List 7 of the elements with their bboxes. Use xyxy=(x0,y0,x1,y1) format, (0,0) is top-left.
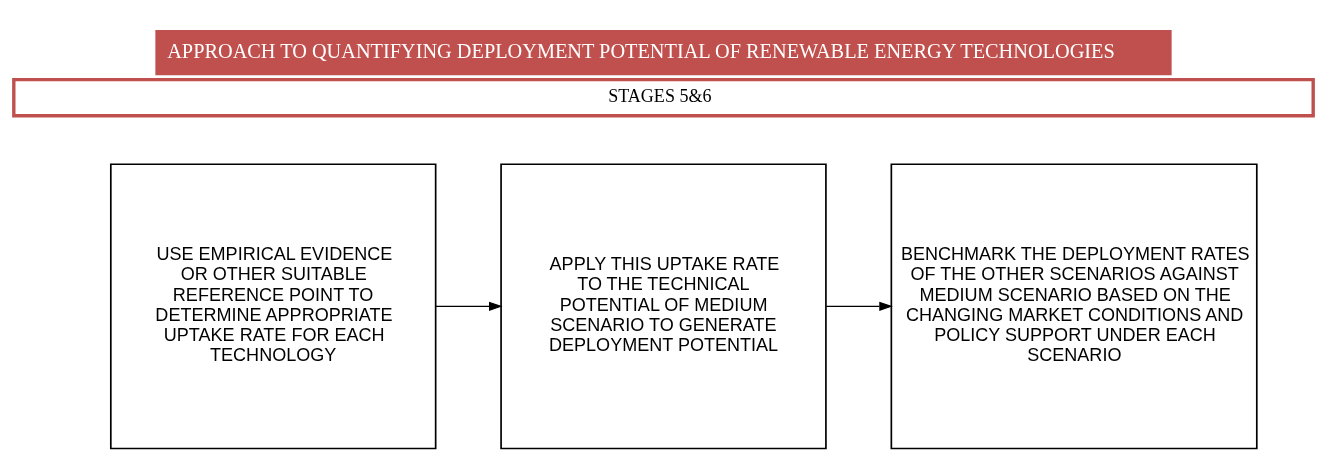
node-box: STAGES 5&6 xyxy=(12,77,1315,117)
arrow xyxy=(825,301,893,311)
diagram-title: APPROACH TO QUANTIFYING DEPLOYMENT POTENTIAL OF RENEWABLE ENERGY TECHNOLOGIES xyxy=(167,39,1115,62)
arrow xyxy=(435,301,503,311)
node-box: BENCHMARK THE DEPLOYMENT RATES OF THE OTHER SCENARIOS AGAINST MEDIUM SCENARIO BASED ON THE CHANGING MARKET CONDITIONS AND POLICY SUPPORT UNDER EACH SCENARIO xyxy=(890,162,1258,449)
node-box: USE EMPIRICAL EVIDENCE OR OTHER SUITABLE REFERENCE POINT TO DETERMINE APPROPRIATE UPTAKE RATE FOR EACH TECHNOLOGY xyxy=(109,162,437,449)
node-box: APPLY THIS UPTAKE RATE TO THE TECHNICAL POTENTIAL OF MEDIUM SCENARIO TO GENERATE DEPLOYMENT POTENTIAL xyxy=(500,162,827,449)
